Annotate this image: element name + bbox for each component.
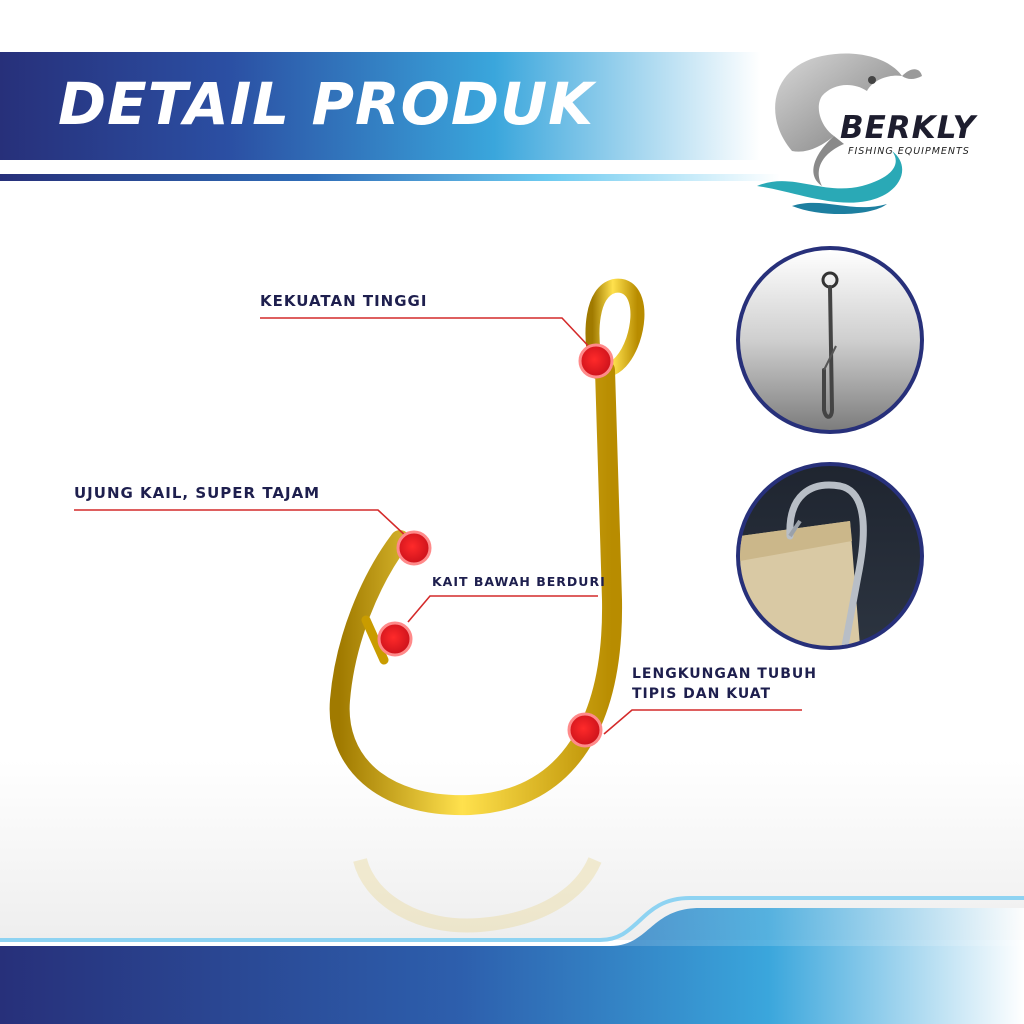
marker-group xyxy=(377,343,614,748)
callout-lengkungan-line2: TIPIS DAN KUAT xyxy=(632,686,772,702)
header-underline xyxy=(0,174,780,181)
page-title: DETAIL PRODUK xyxy=(58,70,595,138)
header-banner xyxy=(0,52,760,160)
hook-side-icon xyxy=(821,271,839,419)
brand-name: BERKLY xyxy=(840,110,977,146)
fish-wave-icon xyxy=(757,53,922,215)
marker-dot xyxy=(396,530,432,566)
brand-tagline: FISHING EQUIPMENTS xyxy=(848,146,970,157)
marker-dot xyxy=(567,712,603,748)
hook-reflection xyxy=(353,856,602,933)
callout-kekuatan: KEKUATAN TINGGI xyxy=(260,292,428,310)
callout-kait-bawah: KAIT BAWAH BERDURI xyxy=(432,574,606,589)
marker-dot xyxy=(578,343,614,379)
detail-photo-hook-wood xyxy=(736,462,924,650)
callout-lengkungan-line1: LENGKUNGAN TUBUH xyxy=(632,666,817,682)
footer-wave xyxy=(0,896,1024,1024)
leader-line-2 xyxy=(74,509,409,539)
detail-photo-hook-side xyxy=(736,246,924,434)
hook-barb xyxy=(361,615,389,665)
marker-dot xyxy=(377,621,413,657)
hook-wood-icon xyxy=(740,481,867,646)
leader-line-3 xyxy=(407,595,598,623)
leader-line-1 xyxy=(260,317,595,353)
leader-line-4 xyxy=(603,709,802,735)
callout-ujung-kail: UJUNG KAIL, SUPER TAJAM xyxy=(74,484,321,502)
hook-eye xyxy=(585,278,645,379)
